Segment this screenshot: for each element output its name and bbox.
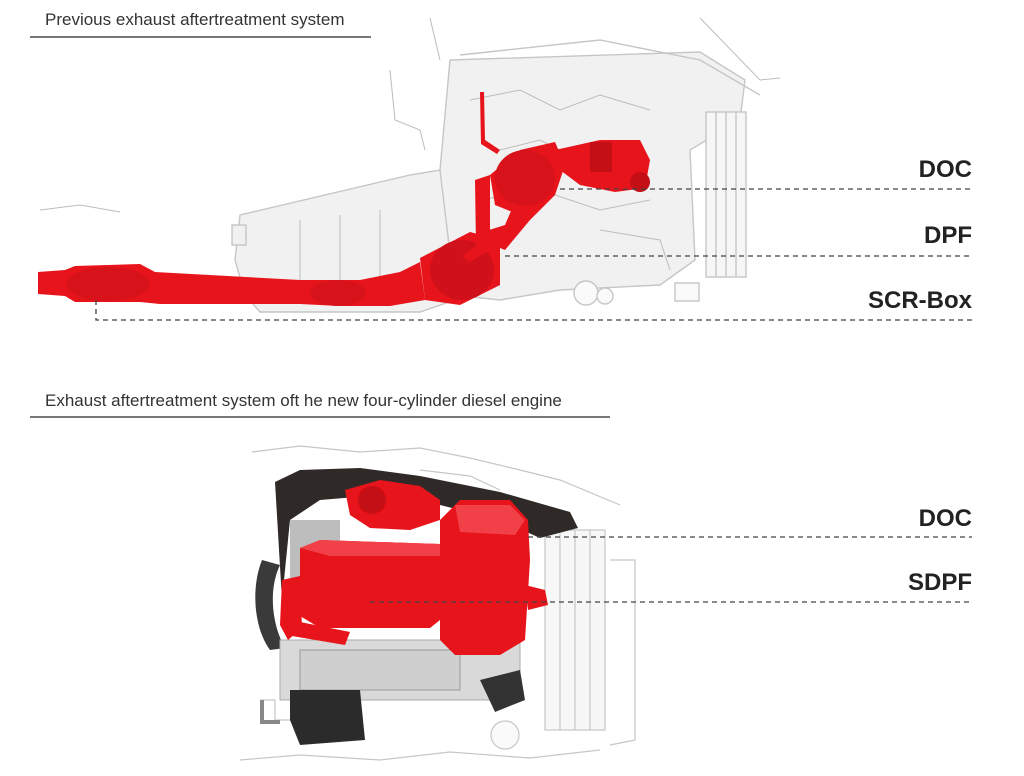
previous-system-title: Previous exhaust aftertreatment system (45, 10, 345, 29)
label-sdpf-new: SDPF (907, 569, 972, 596)
previous-exhaust-system (38, 92, 650, 306)
new-engine-outline (239, 445, 636, 761)
label-dpf-previous: DPF (924, 222, 972, 249)
new-exhaust-system (280, 480, 548, 655)
new-title-underline (30, 416, 610, 418)
label-doc-previous: DOC (918, 156, 972, 183)
new-leader-lines (370, 536, 972, 603)
previous-title-underline (30, 36, 371, 38)
label-doc-new: DOC (918, 505, 972, 532)
new-system-title: Exhaust aftertreatment system oft he new… (45, 391, 562, 410)
label-scr-box-previous: SCR-Box (867, 287, 972, 314)
previous-leader-lines (95, 188, 972, 321)
